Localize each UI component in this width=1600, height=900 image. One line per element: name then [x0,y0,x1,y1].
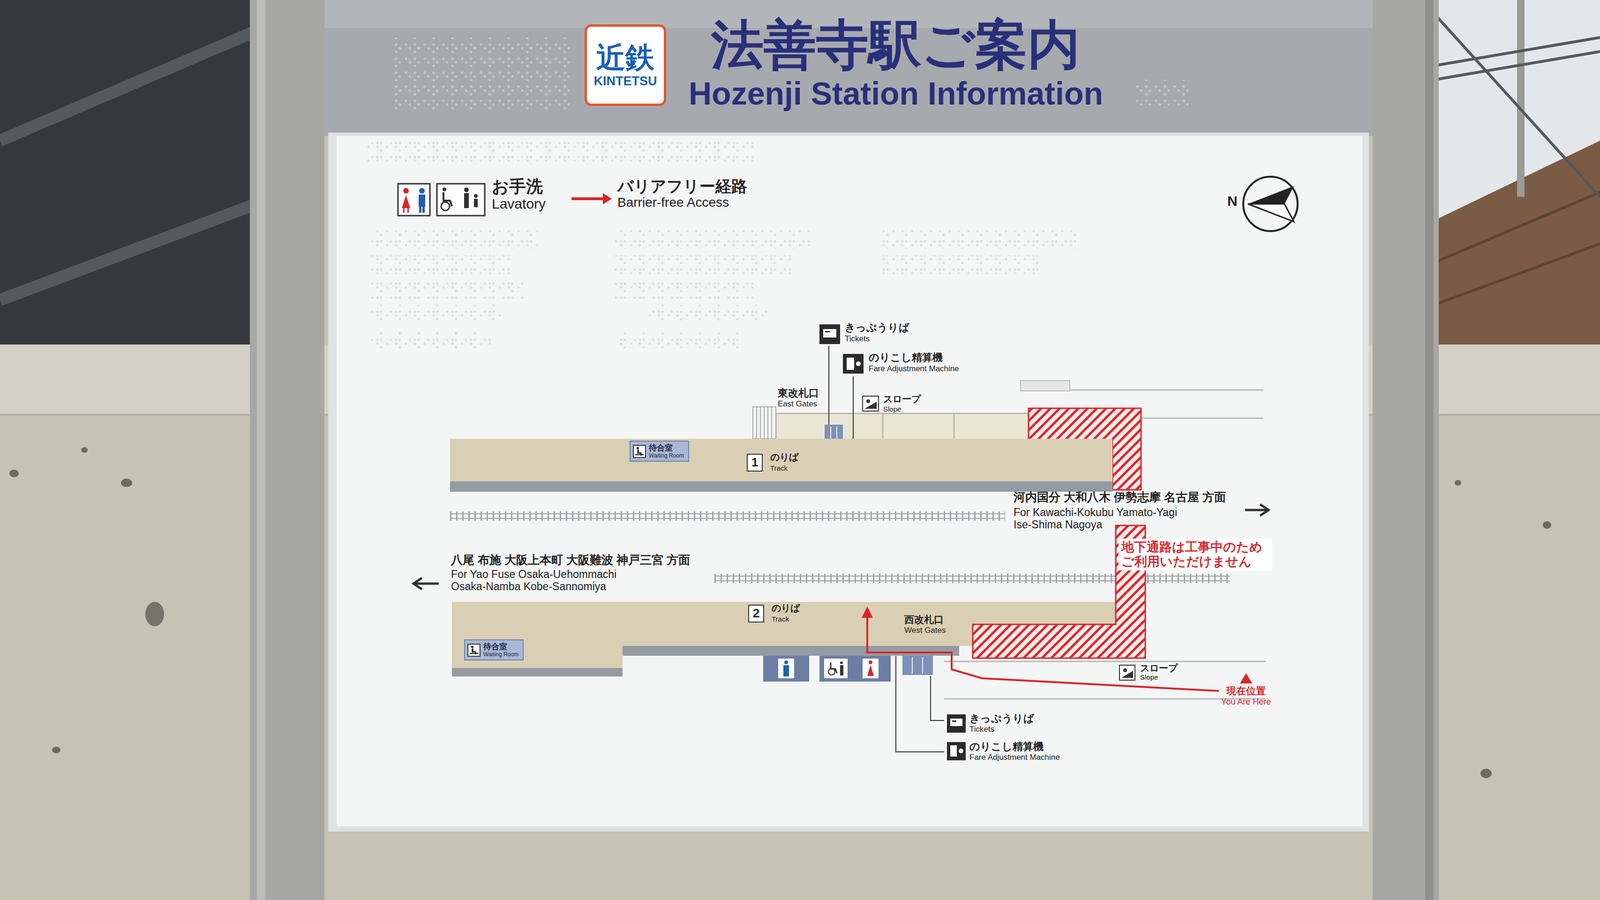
platform-text-wrap: のりば [771,602,800,614]
label-wrap: Fare Adjustment Machine [868,364,960,374]
direction-en: For Yao Fuse Osaka-Uehommachi Osaka-Namb… [450,568,639,594]
fare-label-ja: のりこし精算機 [868,351,943,364]
ticket-label-en: Tickets [969,724,995,735]
track-label-en: Track [770,464,788,473]
track-number: 1 [746,453,763,472]
waiting-room-icon [632,444,647,459]
fare-label-en: Fare Adjustment Machine [868,364,960,374]
label-wrap: 西改札口 [904,614,944,626]
platform-text-wrap: 2 [748,604,765,623]
label-wrap: 東改札口 [777,387,819,399]
english-title: Hozenji Station Information [688,75,1104,112]
waiting-room-icon [467,643,481,657]
slope-label-en: Slope [883,405,902,414]
label-wrap: For Yao Fuse Osaka-Uehommachi Osaka-Namb… [450,568,639,594]
ticket-label-ja: きっぷうりば [844,321,910,334]
label-wrap: N [1227,193,1238,210]
track-label-en: Track [771,615,789,624]
north-mark: N [1227,193,1238,210]
platform: 2 のりばTrack 待合室Waiting Room [451,601,1116,678]
label-wrap: 地下通路は工事中のため ご利用いただけません [1118,538,1273,571]
track-label-ja: のりば [770,451,799,463]
logo-kanji: 近鉄 [596,41,655,74]
waiting-room-texts: 待合室Waiting Room [648,443,684,459]
slope-label-en: Slope [1140,673,1158,682]
room-name-en: Waiting Room [648,452,684,460]
label-wrap: West Gates [904,625,947,636]
room-name-ja: 待合室 [648,443,684,453]
waiting-room-box: 待合室Waiting Room [629,440,690,462]
construction-note: 地下通路は工事中のため ご利用いただけません [1118,538,1273,571]
slope-label-ja: スロープ [1140,662,1178,674]
fare-label-en: Fare Adjustment Machine [969,752,1060,763]
label-wrap: きっぷうりば [844,321,910,334]
label-wrap: スロープ [883,393,921,405]
track-number: 2 [748,604,765,623]
label-wrap: For Kawachi-Kokubu Yamato-Yagi Ise-Shima… [1013,506,1192,532]
direction-ja: 河内国分 大和八木 伊勢志摩 名古屋 方面 [1013,490,1226,504]
label-wrap: きっぷうりば [969,712,1035,725]
gate-label-ja: 東改札口 [777,387,819,399]
label-wrap: You Are Here [1221,697,1271,707]
railway-logo: 近鉄KINTETSU [584,24,667,106]
label-wrap: Slope [1140,673,1158,682]
label-wrap: Fare Adjustment Machine [969,752,1060,763]
legend-entry: バリアフリー経路 Barrier-free Access [617,177,773,210]
label-wrap: 河内国分 大和八木 伊勢志摩 名古屋 方面 [1013,490,1226,504]
platform-text-wrap: Track [771,615,789,624]
you-are-here-ja: 現在位置 [1226,685,1266,697]
track-label-ja: のりば [771,602,800,614]
platform-text-wrap: Track [770,464,788,473]
platform-text-wrap: のりば [770,451,799,463]
waiting-room-box: 待合室Waiting Room [464,639,524,661]
label-wrap: のりこし精算機 [969,740,1044,753]
label-wrap: Slope [883,405,902,414]
label-wrap: 現在位置 [1226,685,1266,697]
ticket-label-en: Tickets [844,334,870,344]
label-wrap: のりこし精算機 [868,351,943,364]
title-wrap: 法善寺駅ご案内 [711,18,1081,72]
label-wrap: Hozenji Station Information [688,75,1104,112]
gate-label-en: East Gates [777,399,818,409]
platform-shape [451,601,1116,678]
slope-label-ja: スロープ [883,393,921,405]
direction-en: For Kawachi-Kokubu Yamato-Yagi Ise-Shima… [1013,506,1192,532]
legend-text: お手洗 Lavatory [491,177,563,212]
direction-ja: 八尾 布施 大阪上本町 大阪難波 神戸三宮 方面 [450,553,691,567]
platform-text-wrap: 1 [746,453,763,472]
waiting-room-texts: 待合室Waiting Room [483,642,519,658]
legend-entry: お手洗 Lavatory [491,177,563,212]
station-title: 法善寺駅ご案内 [711,18,1081,72]
platform: 1 のりばTrack 待合室Waiting Room [450,438,1113,482]
you-are-here-en: You Are Here [1221,697,1271,707]
gate-label-en: West Gates [904,625,947,636]
logo-roman: KINTETSU [593,73,658,89]
label-wrap: スロープ [1140,662,1178,674]
label-wrap: Tickets [844,334,870,344]
ticket-label-ja: きっぷうりば [969,712,1035,725]
label-wrap: 八尾 布施 大阪上本町 大阪難波 神戸三宮 方面 [450,553,691,567]
gate-label-ja: 西改札口 [904,614,944,626]
fare-label-ja: のりこし精算機 [969,740,1044,753]
label-wrap: East Gates [777,399,818,409]
room-name-en: Waiting Room [483,651,519,659]
legend-text: バリアフリー経路 Barrier-free Access [617,177,773,210]
label-wrap: Tickets [969,724,995,735]
room-name-ja: 待合室 [483,642,519,652]
